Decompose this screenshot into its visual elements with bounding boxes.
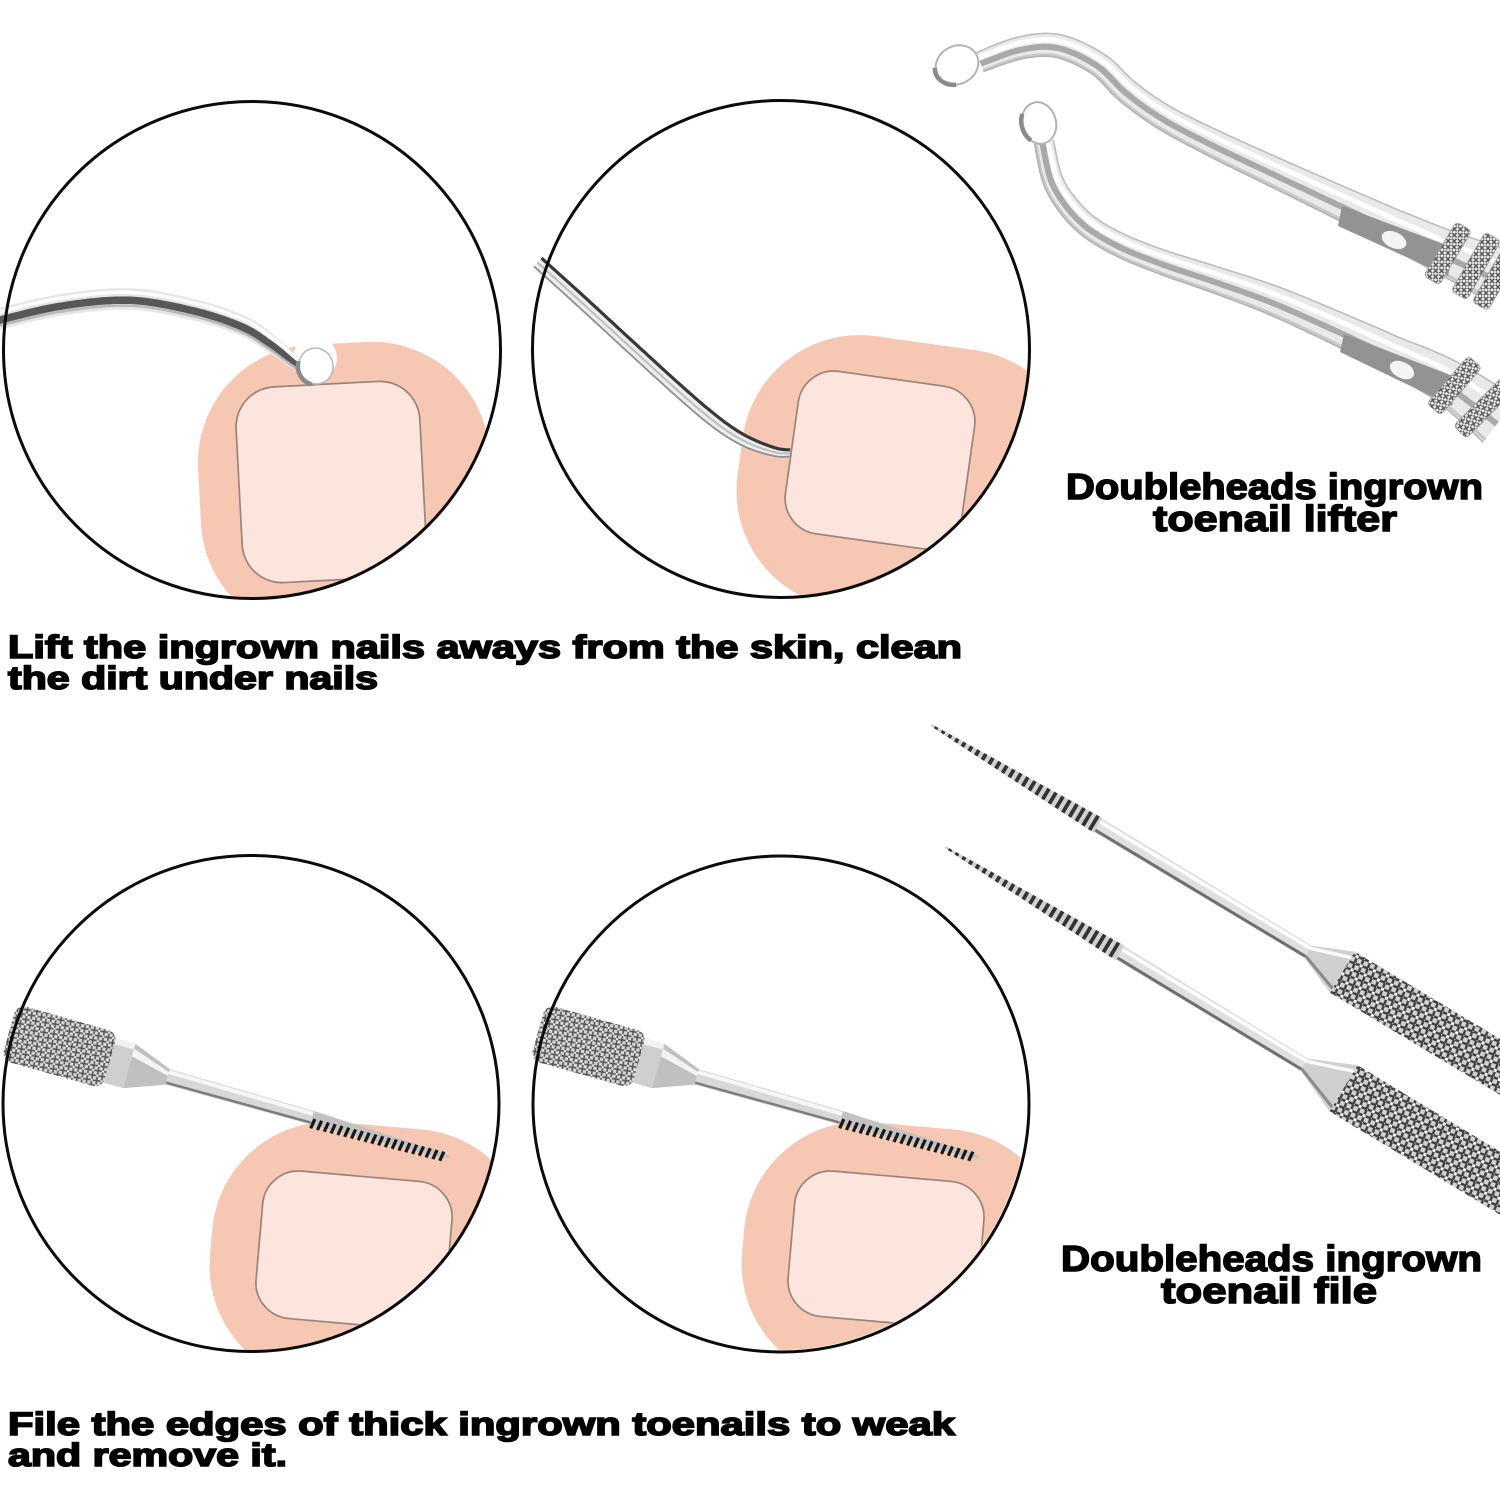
svg-text:Lift the ingrown nails aways f: Lift the ingrown nails aways from the sk… [8,629,962,665]
svg-text:and remove it.: and remove it. [8,1437,287,1473]
svg-text:Doubleheads ingrown: Doubleheads ingrown [1066,466,1483,507]
svg-text:toenail file: toenail file [1161,1270,1377,1311]
svg-text:toenail lifter: toenail lifter [1153,498,1397,539]
svg-text:Doubleheads ingrown: Doubleheads ingrown [1061,1238,1482,1279]
svg-text:the dirt under nails: the dirt under nails [8,660,378,696]
svg-text:File the edges of thick ingrow: File the edges of thick ingrown toenails… [8,1406,955,1442]
